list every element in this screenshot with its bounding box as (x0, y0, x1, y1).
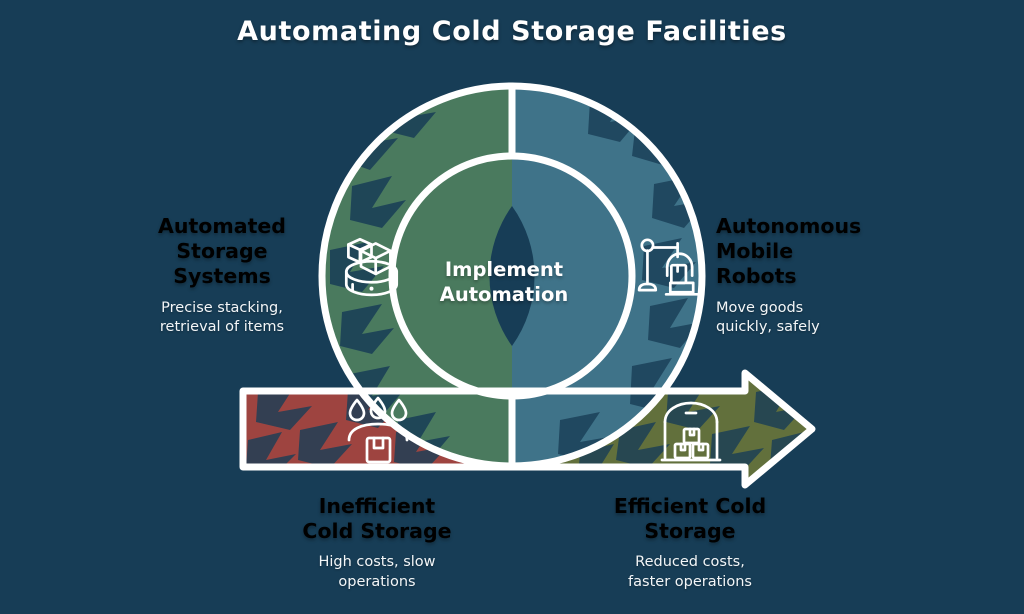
node-subtitle: Reduced costs, faster operations (628, 554, 752, 590)
node-subtitle: Move goods quickly, safely (716, 299, 820, 335)
ring-outline (318, 82, 706, 471)
arrow-outline (239, 369, 816, 489)
node-heading: Autonomous Mobile Robots (716, 214, 862, 289)
robotic-arm-icon (637, 238, 699, 296)
node-heading: Inefficient Cold Storage (302, 494, 452, 544)
node-label-autonomous-mobile-robots: Autonomous Mobile Robots Move goods quic… (716, 214, 896, 337)
node-label-efficient-cold-storage: Efficient Cold Storage Reduced costs, fa… (582, 494, 798, 592)
boxes-on-turntable-icon (344, 237, 399, 297)
node-subtitle: High costs, slow operations (318, 554, 436, 590)
warehouse-with-boxes-icon (660, 401, 722, 462)
node-label-automated-storage-systems: Automated Storage Systems Precise stacki… (136, 214, 308, 337)
ring-center-label: Implement Automation (439, 258, 569, 306)
node-heading: Efficient Cold Storage (613, 494, 767, 544)
node-heading: Automated Storage Systems (158, 214, 286, 289)
node-subtitle: Precise stacking, retrieval of items (159, 299, 285, 335)
melting-box-droplets-icon (347, 396, 409, 464)
page-title: Automating Cold Storage Facilities (237, 16, 787, 47)
node-label-inefficient-cold-storage: Inefficient Cold Storage High costs, slo… (272, 494, 482, 592)
